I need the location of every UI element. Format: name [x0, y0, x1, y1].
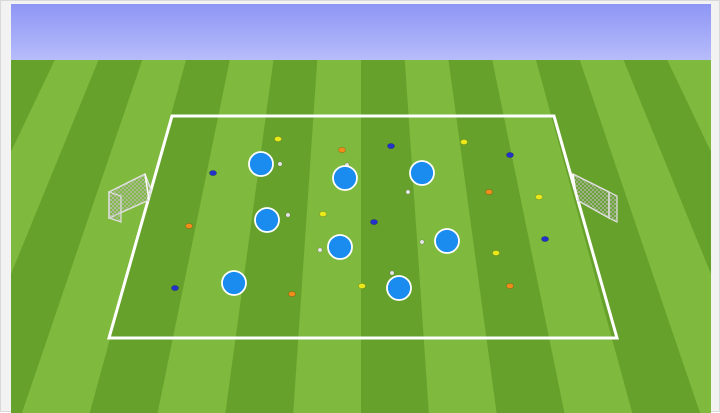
yellow-cone — [358, 283, 365, 288]
yellow-cone — [460, 139, 467, 144]
player-marker[interactable] — [333, 166, 357, 190]
orange-cone — [288, 291, 295, 296]
white-cone — [390, 271, 394, 275]
white-cone — [286, 213, 290, 217]
pitch-canvas — [11, 4, 711, 413]
player-marker[interactable] — [249, 152, 273, 176]
white-cone — [318, 248, 322, 252]
player-marker[interactable] — [387, 276, 411, 300]
orange-cone — [506, 283, 513, 288]
orange-cone — [185, 223, 192, 228]
grass-field — [11, 60, 711, 413]
white-cone — [420, 240, 424, 244]
player-marker[interactable] — [410, 161, 434, 185]
white-cone — [278, 162, 282, 166]
yellow-cone — [535, 194, 542, 199]
blue-cone — [387, 143, 394, 148]
yellow-cone — [319, 211, 326, 216]
player-marker[interactable] — [435, 229, 459, 253]
blue-cone — [209, 170, 216, 175]
player-marker[interactable] — [328, 235, 352, 259]
player-marker[interactable] — [222, 271, 246, 295]
white-cone — [406, 190, 410, 194]
blue-cone — [541, 236, 548, 241]
yellow-cone — [492, 250, 499, 255]
blue-cone — [370, 219, 377, 224]
blue-cone — [506, 152, 513, 157]
orange-cone — [338, 147, 345, 152]
yellow-cone — [274, 136, 281, 141]
player-marker[interactable] — [255, 208, 279, 232]
orange-cone — [485, 189, 492, 194]
blue-cone — [171, 285, 178, 290]
sky — [11, 4, 711, 60]
